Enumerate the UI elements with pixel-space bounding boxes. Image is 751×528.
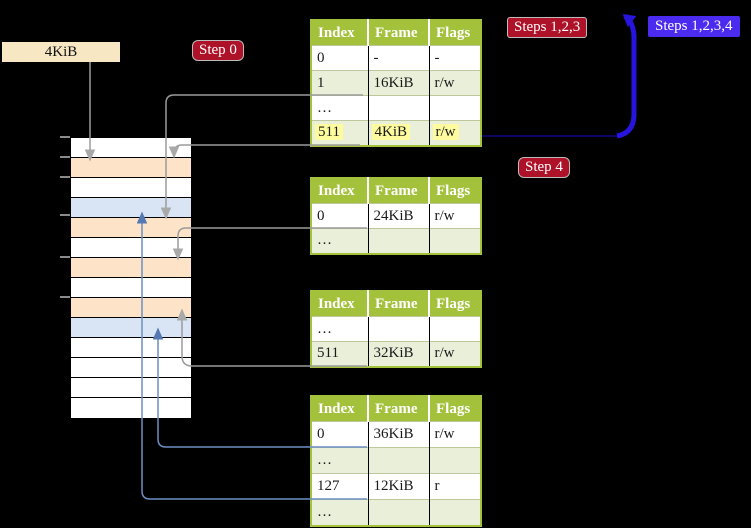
stack-tick bbox=[60, 256, 70, 258]
memory-stack bbox=[70, 137, 192, 419]
stack-frame-row-white bbox=[71, 278, 191, 298]
col-header-index: Index bbox=[311, 20, 369, 46]
table-row: … bbox=[311, 447, 481, 474]
table-header-row: Index Frame Flags bbox=[311, 20, 481, 46]
page-table-level-2: Index Frame Flags … 511 32KiB r/w bbox=[310, 290, 482, 368]
table-header-row: Index Frame Flags bbox=[311, 396, 481, 422]
stack-tick bbox=[60, 296, 70, 298]
stack-frame-row-blue bbox=[71, 198, 191, 218]
stack-frame-row-white bbox=[71, 178, 191, 198]
stack-frame-row-peach bbox=[71, 218, 191, 238]
col-header-index: Index bbox=[311, 396, 369, 422]
stack-tick bbox=[60, 156, 70, 158]
table-header-row: Index Frame Flags bbox=[311, 178, 481, 204]
stack-frame-row-white bbox=[71, 398, 191, 418]
col-header-flags: Flags bbox=[429, 291, 481, 317]
table-row: … bbox=[311, 316, 481, 342]
highlight: 511 bbox=[315, 124, 343, 141]
page-table-level-1: Index Frame Flags 0 36KiB r/w … 127 12Ki… bbox=[310, 395, 482, 527]
table-row: 0 - - bbox=[311, 45, 481, 71]
stack-frame-row-white bbox=[71, 138, 191, 158]
stack-frame-row-peach bbox=[71, 158, 191, 178]
recursive-arrow bbox=[616, 14, 637, 139]
stack-frame-row-white bbox=[71, 358, 191, 378]
table-row: 0 24KiB r/w bbox=[311, 203, 481, 229]
col-header-frame: Frame bbox=[368, 291, 430, 317]
steps1234-badge: Steps 1,2,3,4 bbox=[648, 16, 740, 37]
page-table-level-4: Index Frame Flags 0 - - 1 16KiB r/w … 51… bbox=[310, 19, 482, 147]
col-header-index: Index bbox=[311, 291, 369, 317]
stack-frame-row-white bbox=[71, 378, 191, 398]
highlight: 4KiB bbox=[371, 124, 411, 141]
stack-frame-row-peach bbox=[71, 258, 191, 278]
table-row: 511 32KiB r/w bbox=[311, 341, 481, 367]
stack-tick bbox=[60, 214, 70, 216]
step0-badge: Step 0 bbox=[192, 40, 244, 61]
stack-frame-row-white bbox=[71, 238, 191, 258]
table-row: … bbox=[311, 95, 481, 121]
col-header-index: Index bbox=[311, 178, 369, 204]
table-row: … bbox=[311, 228, 481, 254]
stack-frame-row-peach bbox=[71, 298, 191, 318]
highlight: r/w bbox=[432, 124, 459, 141]
step4-badge: Step 4 bbox=[518, 157, 570, 178]
arrow-l4-entry511-to-frame bbox=[168, 144, 360, 159]
stack-tick bbox=[60, 136, 70, 138]
col-header-frame: Frame bbox=[368, 396, 430, 422]
stack-tick bbox=[60, 176, 70, 178]
table-row: 0 36KiB r/w bbox=[311, 421, 481, 448]
stack-frame-row-blue bbox=[71, 318, 191, 338]
col-header-frame: Frame bbox=[368, 178, 430, 204]
table-row: … bbox=[311, 499, 481, 526]
table-header-row: Index Frame Flags bbox=[311, 291, 481, 317]
col-header-flags: Flags bbox=[429, 178, 481, 204]
col-header-frame: Frame bbox=[368, 20, 430, 46]
table-row: 1 16KiB r/w bbox=[311, 70, 481, 96]
page-table-level-3: Index Frame Flags 0 24KiB r/w … bbox=[310, 177, 482, 255]
col-header-flags: Flags bbox=[429, 20, 481, 46]
page-size-label: 4KiB bbox=[2, 42, 120, 62]
col-header-flags: Flags bbox=[429, 396, 481, 422]
stack-frame-row-white bbox=[71, 338, 191, 358]
table-row: 127 12KiB r bbox=[311, 473, 481, 500]
table-row-highlighted: 511 4KiB r/w bbox=[311, 120, 481, 146]
steps123-badge: Steps 1,2,3 bbox=[507, 17, 588, 38]
